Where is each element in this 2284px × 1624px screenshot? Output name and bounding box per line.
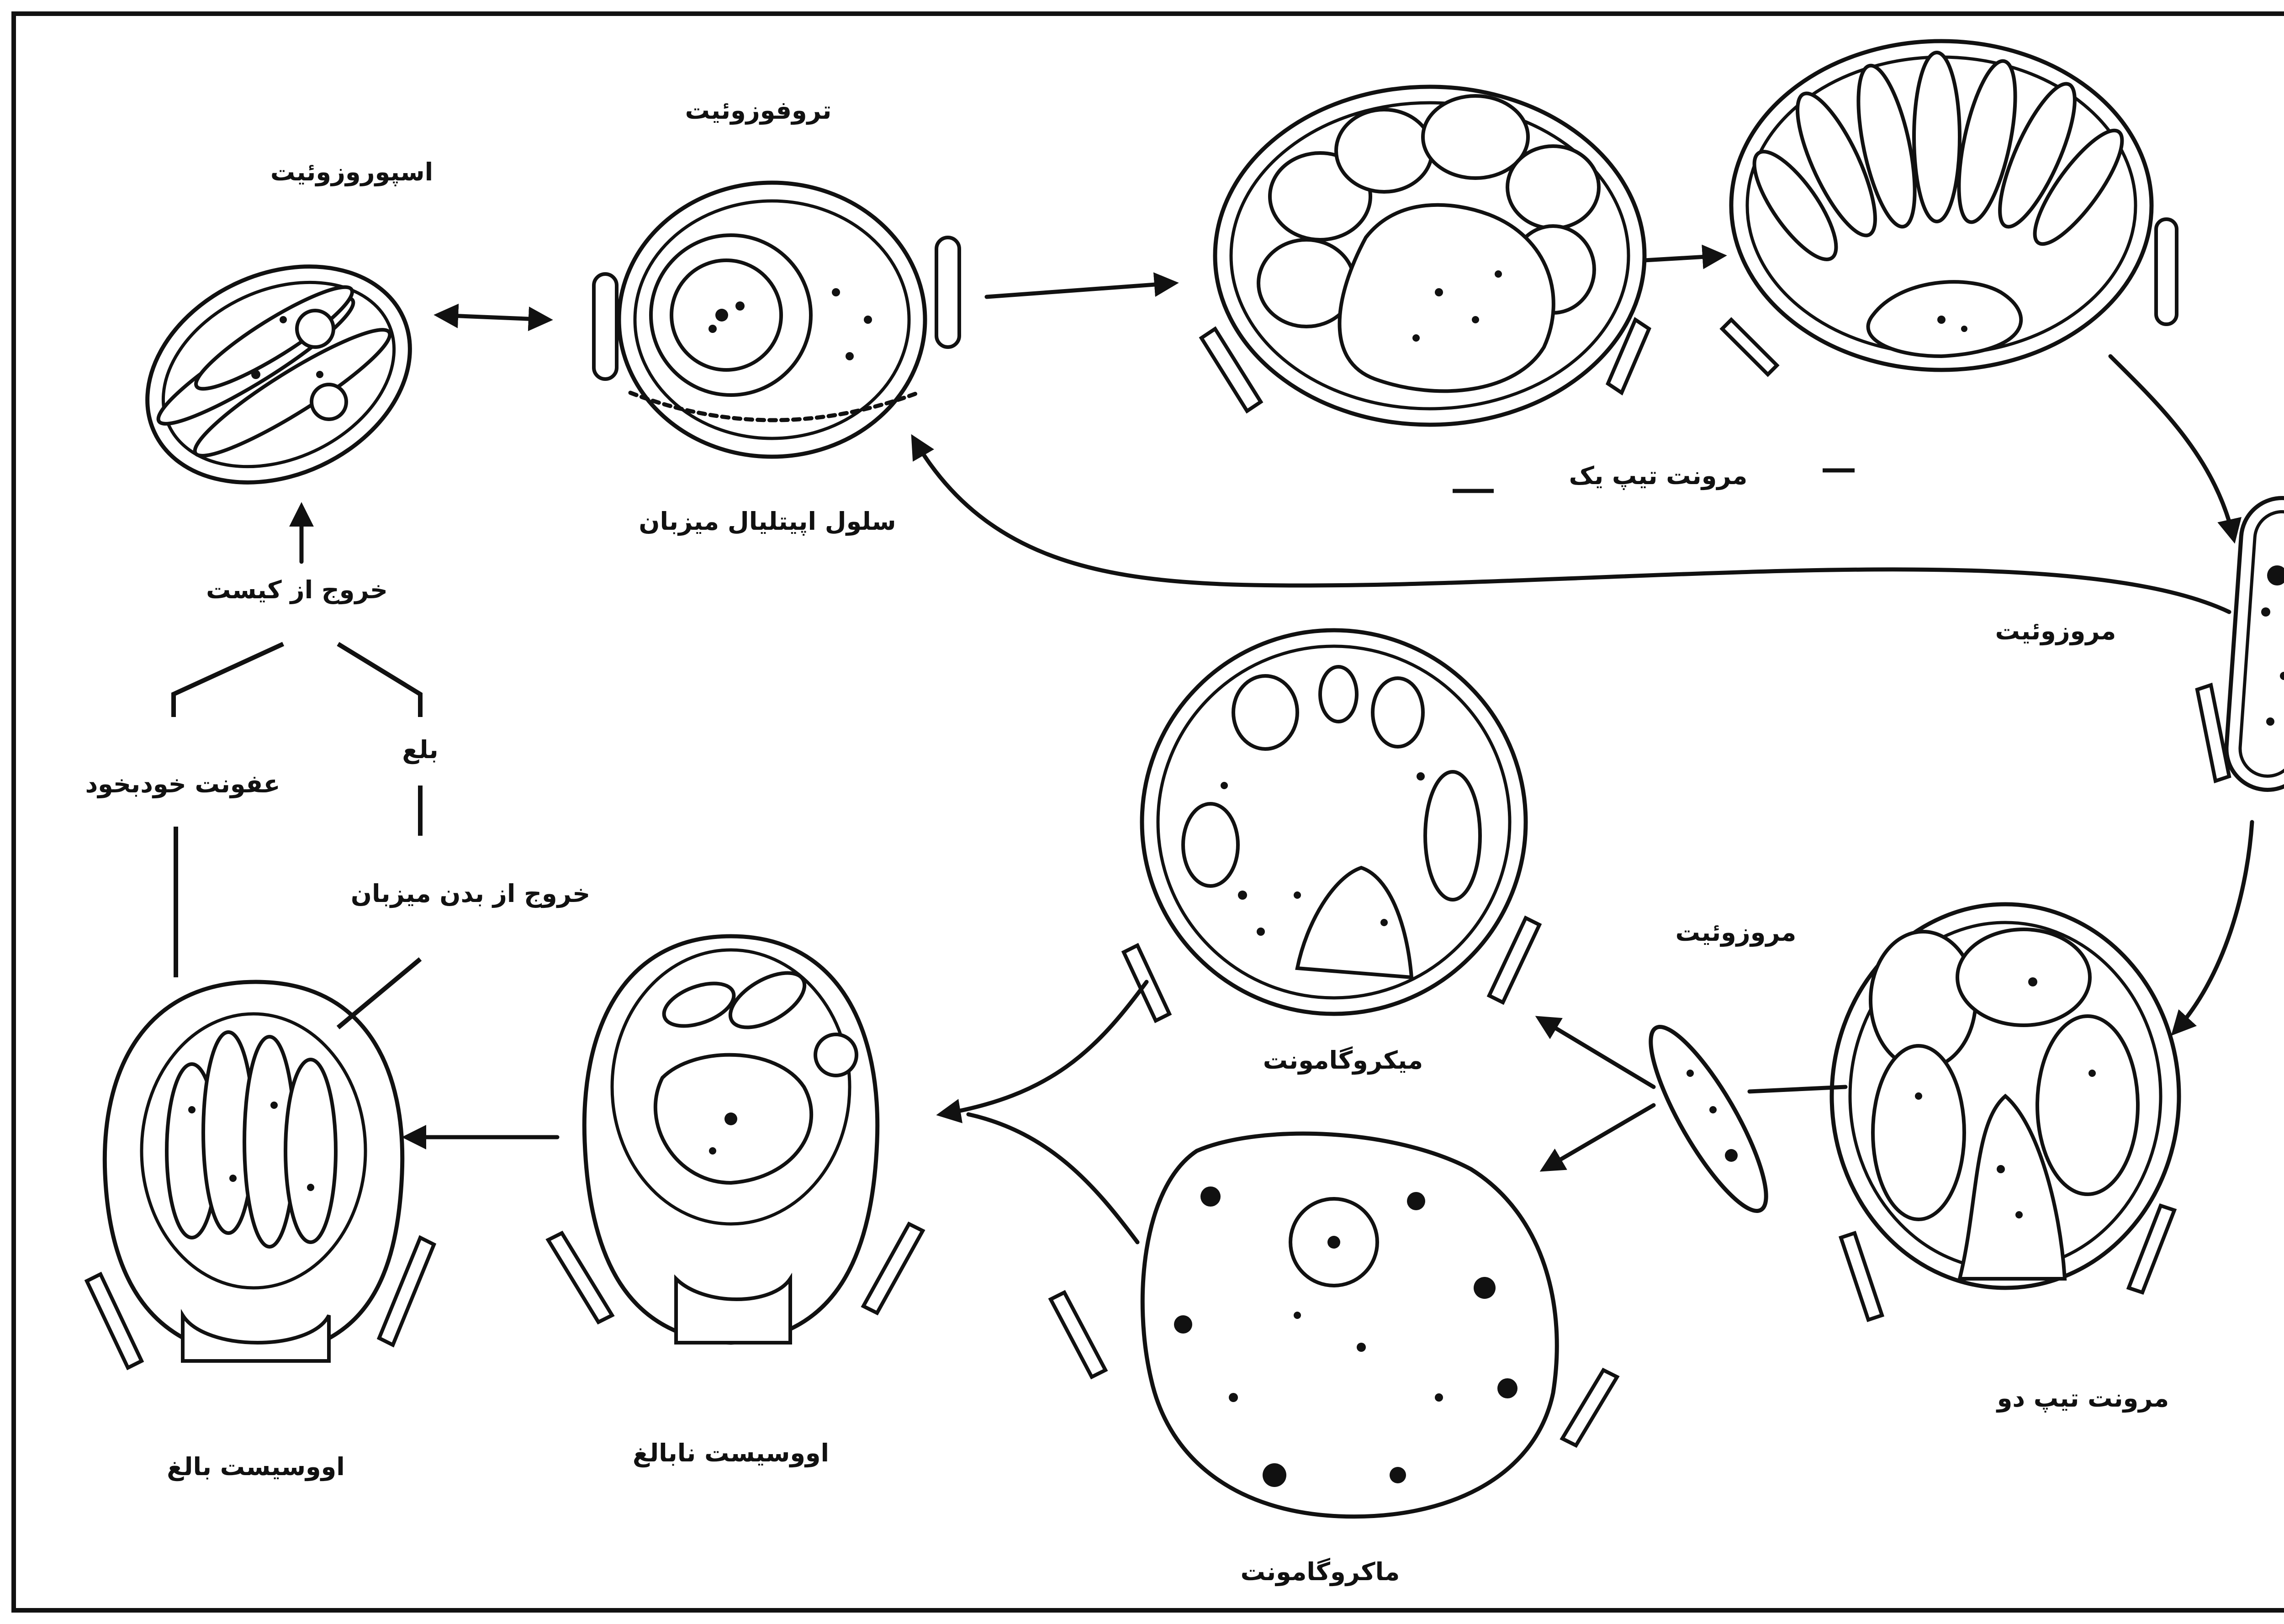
arrow-to-macrogamont	[1544, 1105, 1654, 1169]
label-exit-from-host: خروج از بدن میزبان	[351, 879, 590, 908]
label-macrogamont: ماکروگامونت	[1241, 1557, 1400, 1586]
line-exit-from-host	[338, 959, 420, 1028]
bracket-right	[338, 644, 420, 717]
label-merozoite-right: مروزوئیت	[1995, 617, 2116, 645]
macrogamont-stage	[1051, 1134, 1617, 1517]
arrow-meront-one-to-merozoite	[2110, 356, 2234, 539]
label-sporozoite: اسپوروزوئیت	[270, 158, 433, 186]
arrow-microgamont-to-immature-oocyst	[941, 982, 1147, 1114]
merozoite-right-stage	[2197, 496, 2284, 793]
arrow-meront-one-to-mature	[1644, 256, 1722, 260]
label-autoinfection: عفونت خودبخود	[85, 770, 280, 798]
label-microgamont: میکروگامونت	[1263, 1046, 1423, 1075]
arrow-trophozoite-to-meront-one	[987, 283, 1174, 297]
immature-oocyst-stage	[548, 936, 923, 1343]
arrow-sporozoite-to-trophozoite	[439, 315, 548, 320]
label-excystation: خروج از کیست	[206, 575, 388, 604]
arrow-merozoite-to-meront-two	[2174, 822, 2252, 1032]
label-immature-oocyst: اووسیست نابالغ	[633, 1439, 829, 1467]
meront-type-one-early	[1201, 87, 1649, 425]
trophozoite-stage	[594, 183, 959, 457]
label-trophozoite: تروفوزوئیت	[685, 96, 832, 125]
meront-type-two-stage	[1832, 904, 2179, 1320]
arrow-to-microgamont	[1539, 1018, 1654, 1087]
label-meront-type-one: مرونت تیپ یک	[1569, 461, 1748, 490]
label-ingestion: بلع	[402, 735, 438, 764]
merozoite-middle-stage	[1632, 1014, 1785, 1223]
microgamont-stage	[1124, 630, 1539, 1021]
bracket-left	[174, 644, 283, 717]
mature-oocyst-stage	[87, 982, 434, 1368]
label-meront-type-two: مرونت تیپ دو	[1996, 1384, 2169, 1413]
label-merozoite-middle: مروزوئیت	[1676, 918, 1797, 947]
arrow-macrogamont-to-immature-oocyst	[968, 1114, 1137, 1242]
label-mature-oocyst: اووسیست بالغ	[167, 1452, 344, 1481]
sporozoite-stage	[112, 226, 445, 523]
meront-type-one-mature	[1722, 41, 2177, 374]
label-host-epithelial-cell: سلول اپیتلیال میزبان	[639, 507, 896, 536]
